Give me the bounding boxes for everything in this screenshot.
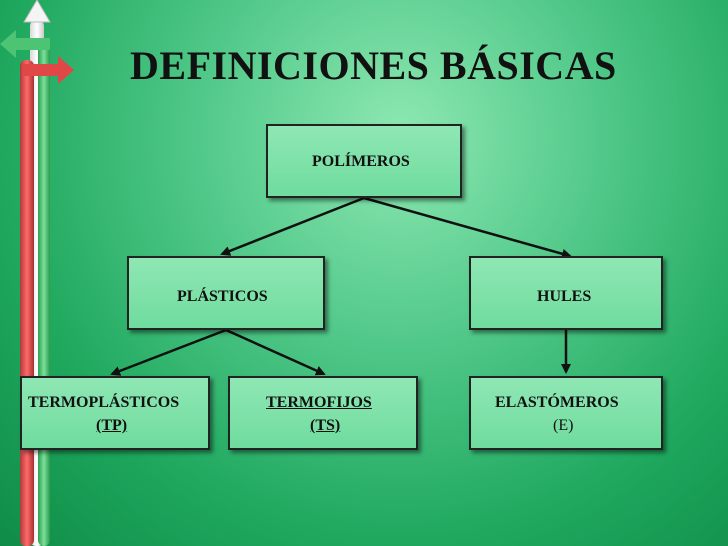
- node-termoplasticos: TERMOPLÁSTICOS (TP): [20, 376, 210, 450]
- node-polimeros-label: POLÍMEROS: [312, 153, 410, 170]
- arrow-plasticos-to-termofijos: [225, 328, 326, 376]
- node-termofijos: TERMOFIJOS (TS): [228, 376, 418, 450]
- node-termoplasticos-label: TERMOPLÁSTICOS: [28, 394, 180, 411]
- node-hules: HULES: [469, 256, 663, 330]
- node-polimeros: POLÍMEROS: [266, 124, 462, 198]
- node-elastomeros: ELASTÓMEROS (E): [469, 376, 663, 450]
- arrow-plasticos-to-termoplasticos: [110, 328, 227, 376]
- right-arrow-icon: [58, 56, 74, 84]
- arrow-polimeros-to-hules: [363, 196, 572, 259]
- node-elastomeros-label: ELASTÓMEROS: [495, 394, 619, 411]
- decorative-arrows: [0, 0, 74, 84]
- node-termofijos-label: TERMOFIJOS: [266, 394, 372, 411]
- page-title: DEFINICIONES BÁSICAS: [130, 43, 617, 88]
- node-plasticos-label: PLÁSTICOS: [177, 288, 268, 305]
- node-elastomeros-abbr: (E): [553, 417, 574, 434]
- left-arrow-icon: [0, 30, 16, 58]
- up-arrow-icon: [23, 0, 51, 23]
- node-hules-label: HULES: [537, 288, 592, 305]
- node-plasticos: PLÁSTICOS: [127, 256, 325, 330]
- node-termofijos-abbr: (TS): [310, 417, 341, 434]
- arrow-polimeros-to-plasticos: [220, 196, 365, 256]
- node-termoplasticos-abbr: (TP): [96, 417, 128, 434]
